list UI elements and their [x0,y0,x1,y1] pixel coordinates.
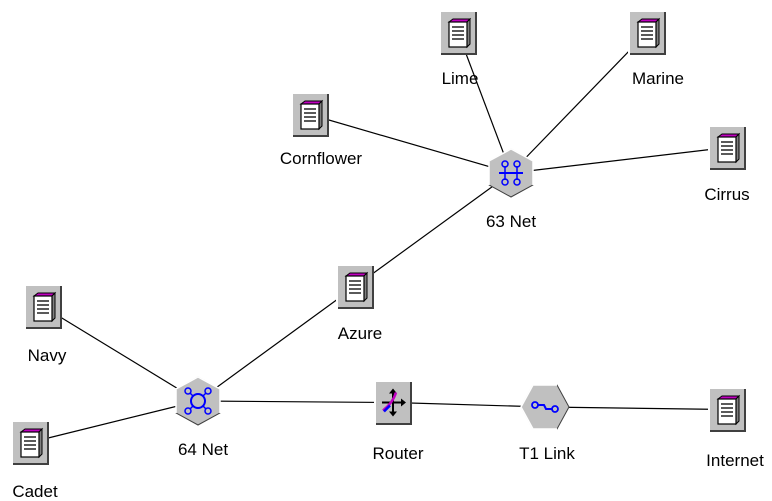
edge-t1link-internet [544,406,728,411]
node-lime[interactable] [439,10,477,55]
ring-hub-icon [184,387,212,415]
server-icon [344,271,369,303]
label-cirrus: Cirrus [704,185,749,204]
edge-cirrus-net63 [510,146,728,174]
edge-net64-router [197,400,394,404]
server-icon [299,99,324,131]
label-cadet: Cadet [12,482,58,501]
label-63-net: 63 Net [486,212,536,231]
edge-marine-net63 [510,32,648,174]
node-marine[interactable] [628,10,666,55]
node-63-net[interactable] [488,148,534,198]
label-azure: Azure [338,324,382,343]
edge-navy-net64 [42,305,199,402]
label-internet: Internet [706,451,764,470]
node-64-net[interactable] [175,376,221,426]
node-azure[interactable] [336,264,374,309]
server-icon [19,427,44,459]
label-router: Router [372,444,423,463]
node-router[interactable] [374,380,412,425]
edge-cornflower-net63 [309,113,512,174]
node-cadet[interactable] [11,420,49,465]
edge-net63-azure [354,172,512,287]
server-icon [636,17,661,49]
edge-cadet-net64 [29,400,199,444]
router-icon [382,388,406,417]
node-cirrus[interactable] [708,125,746,170]
label-marine: Marine [632,69,684,88]
server-icon [716,132,741,164]
node-internet[interactable] [708,387,746,432]
connection-lines [29,32,728,444]
bus-hub-icon [499,160,523,186]
node-t1-link[interactable] [520,384,570,430]
edge-azure-net64 [197,286,356,402]
label-lime: Lime [442,69,479,88]
server-icon [716,394,741,426]
server-icon [32,291,57,323]
label-navy: Navy [28,346,67,365]
link-icon [531,401,559,413]
node-navy[interactable] [24,284,62,329]
server-icon [447,17,472,49]
label-t1-link: T1 Link [519,444,575,463]
edge-lime-net63 [457,32,512,174]
label-cornflower: Cornflower [280,149,363,168]
edge-router-t1link [392,401,546,408]
node-cornflower[interactable] [291,92,329,137]
label-64-net: 64 Net [178,440,228,459]
